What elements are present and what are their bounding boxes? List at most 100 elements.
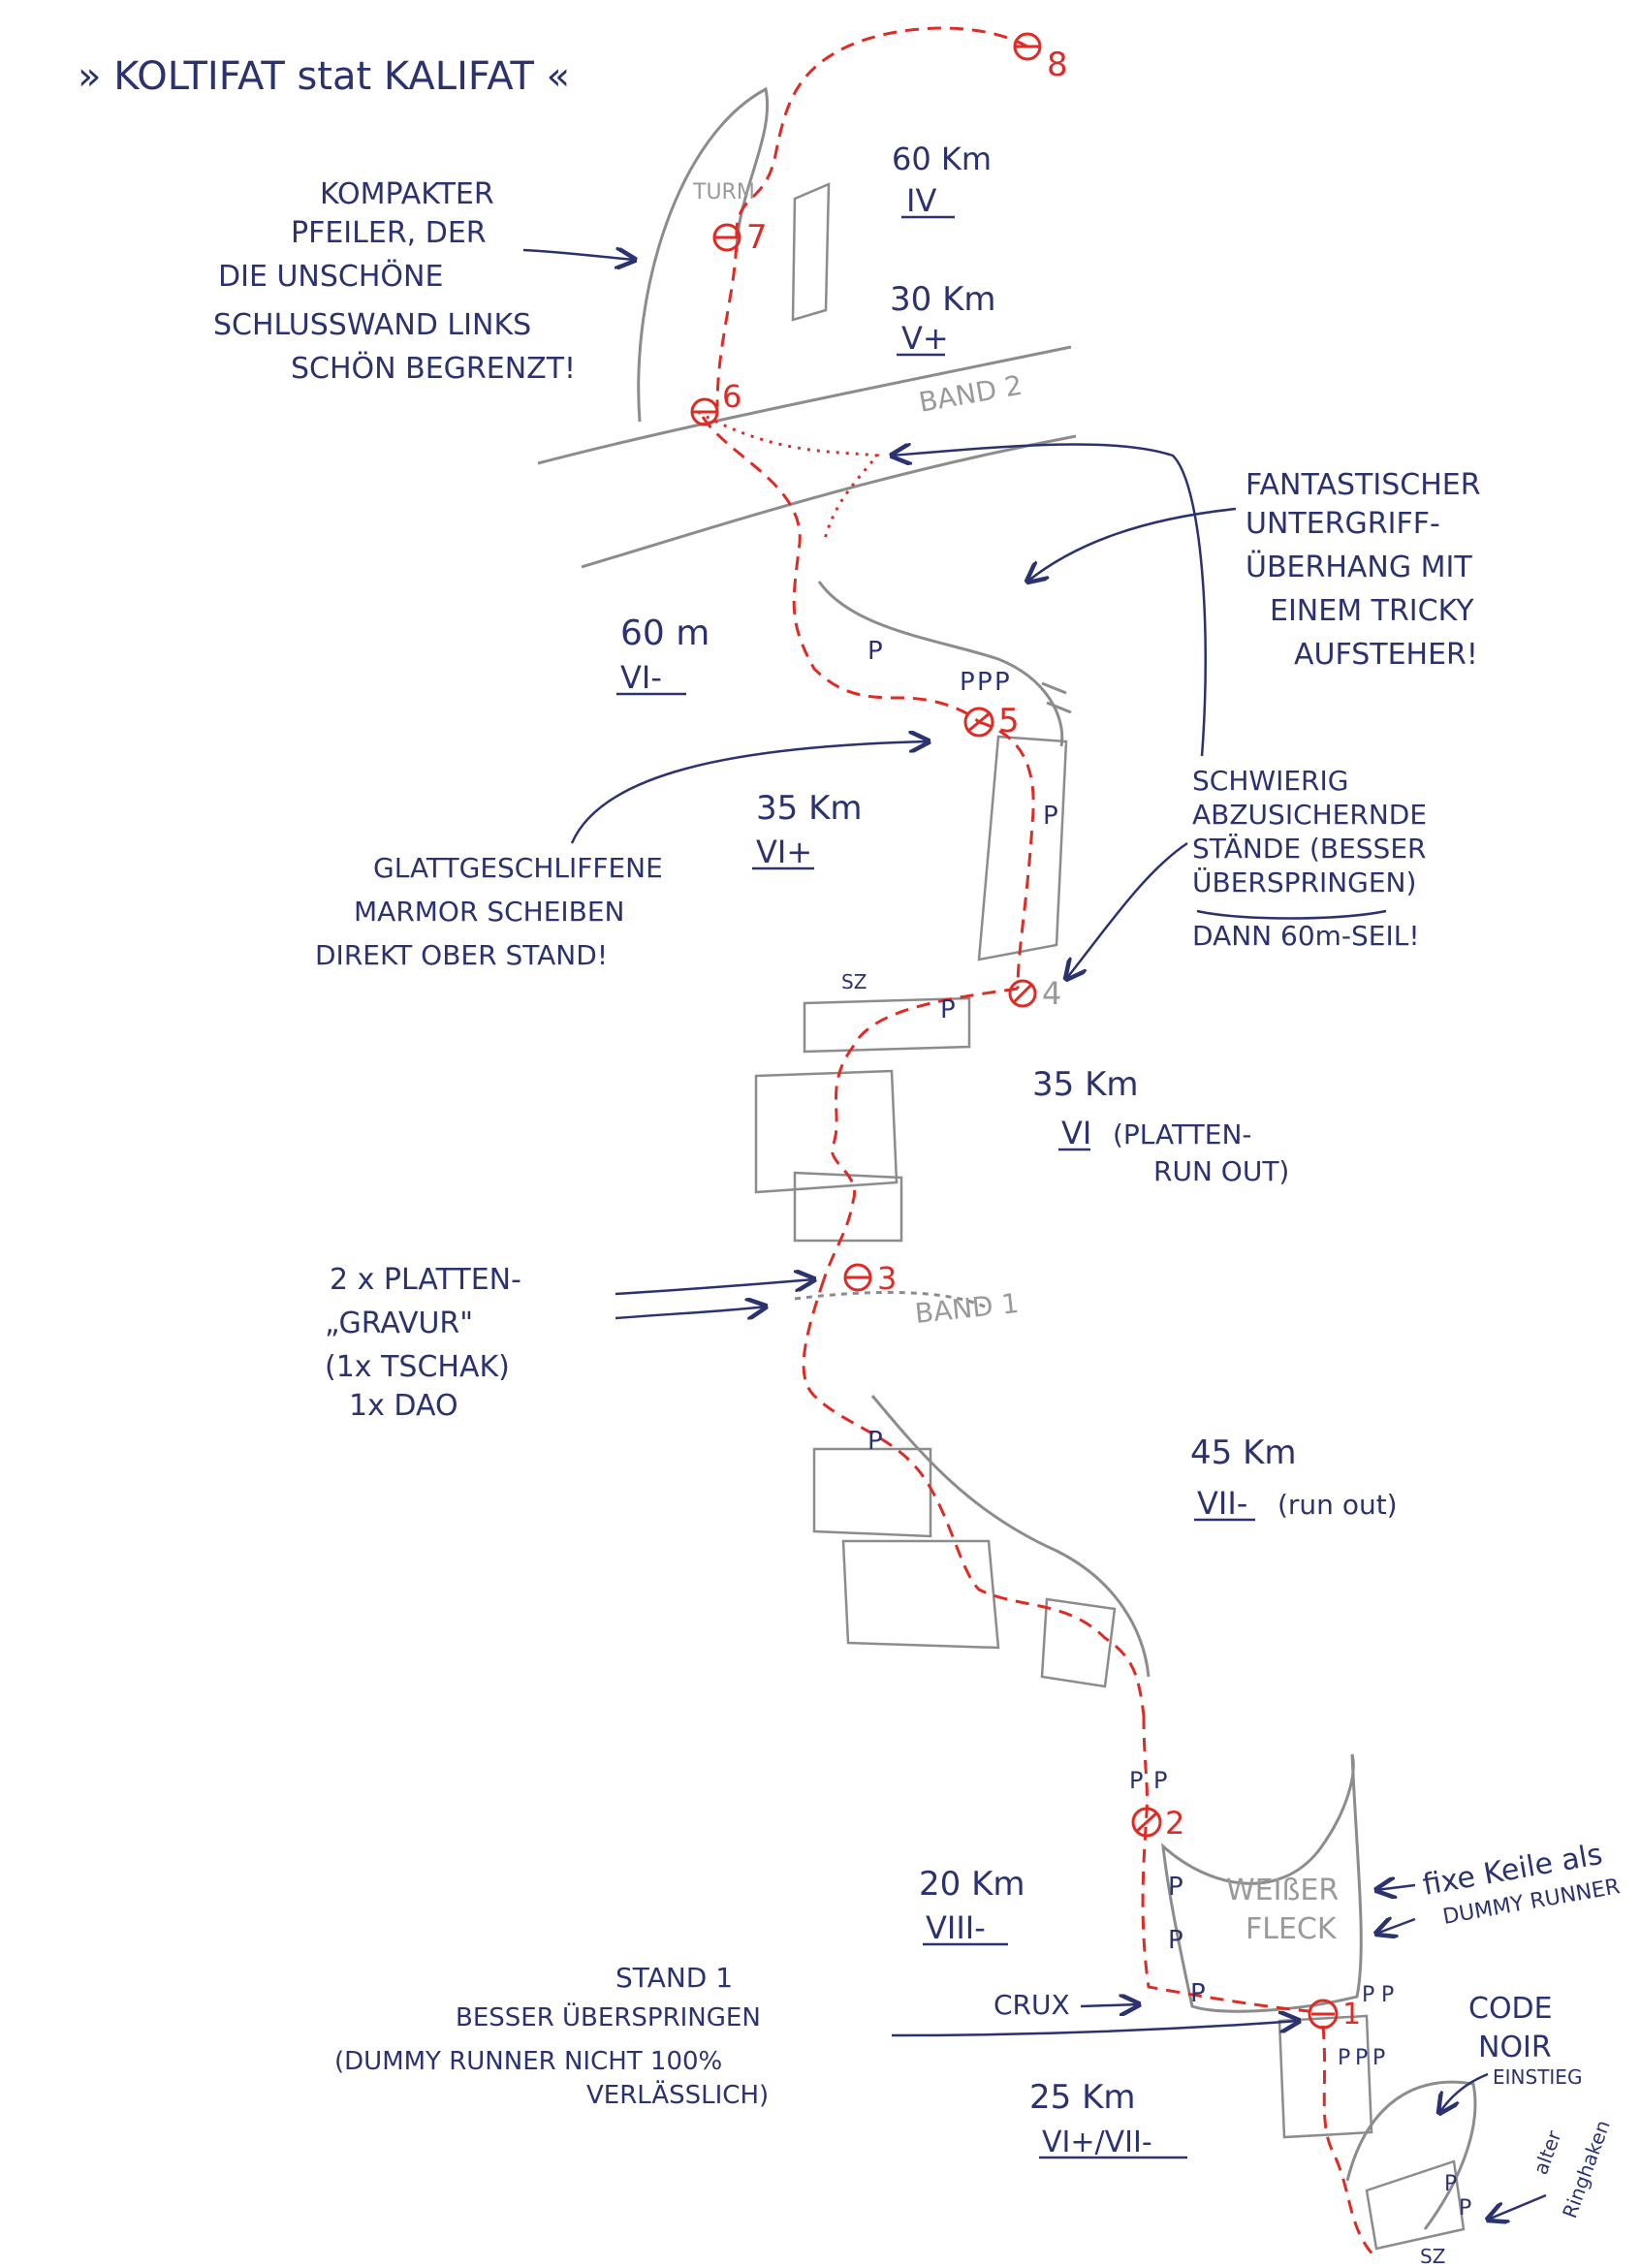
piton: P [1129, 1767, 1143, 1794]
arrow [570, 741, 929, 844]
pitch-grade: VI [1061, 1115, 1091, 1151]
arrow [1439, 2072, 1489, 2113]
arrow [522, 250, 635, 260]
pillar-outline [637, 86, 769, 423]
pillar-slab [791, 182, 831, 322]
svg-text:Ringhaken: Ringhaken [1558, 2117, 1615, 2221]
piton: P [867, 637, 883, 666]
route-pitch3-2 [802, 1278, 1146, 1717]
belay-3: 3 [843, 1260, 897, 1297]
svg-text:FANTASTISCHER: FANTASTISCHER [1246, 468, 1481, 502]
arrow [1488, 2193, 1547, 2220]
piton: P [1168, 1926, 1183, 1955]
pitch-length: 60 m [620, 614, 710, 653]
svg-text:GLATTGESCHLIFFENE: GLATTGESCHLIFFENE [373, 852, 663, 884]
belay-4: 4 [1008, 975, 1061, 1012]
svg-text:EINSTIEG: EINSTIEG [1493, 2065, 1582, 2089]
route-pitch8-7-6 [715, 26, 1028, 408]
belay-8: 8 [1013, 32, 1068, 84]
svg-text:BESSER ÜBERSPRINGEN: BESSER ÜBERSPRINGEN [456, 2001, 761, 2032]
pitch-grade: VII- [1197, 1485, 1247, 1522]
pitons: P P P P P P P P P P P P P P P P P P P [867, 637, 1471, 2221]
svg-text:ÜBERHANG MIT: ÜBERHANG MIT [1246, 550, 1472, 584]
topo-title: » KOLTIFAT stat KALIFAT « [78, 54, 570, 99]
piton: P [1190, 1979, 1206, 2008]
overhang-curve [817, 581, 1064, 747]
piton: P [1372, 2046, 1385, 2070]
svg-text:EINEM TRICKY: EINEM TRICKY [1270, 594, 1474, 628]
pitch-note: (run out) [1277, 1489, 1398, 1521]
annotations: KOMPAKTER PFEILER, DER DIE UNSCHÖNE SCHL… [213, 177, 1622, 2221]
svg-text:KOMPAKTER: KOMPAKTER [320, 177, 494, 211]
route-pitch1-start [1321, 2025, 1378, 2260]
piton: P [940, 995, 956, 1024]
pitch-grade: VI+/VII- [1042, 2126, 1152, 2159]
pitch-grade: VI- [620, 659, 662, 696]
pitch-length: 45 Km [1190, 1433, 1297, 1472]
arrow [615, 1279, 814, 1296]
pitch3-slab-c [1040, 1597, 1117, 1688]
svg-text:(DUMMY RUNNER NICHT 100%: (DUMMY RUNNER NICHT 100% [334, 2047, 722, 2076]
piton: P [1381, 1983, 1394, 2007]
code-noir-arch [1345, 2080, 1477, 2230]
arrow [1376, 1919, 1416, 1934]
svg-text:„GRAVUR": „GRAVUR" [325, 1307, 473, 1340]
pitch-length: 35 Km [756, 789, 863, 828]
svg-text:STÄNDE (BESSER: STÄNDE (BESSER [1192, 833, 1426, 865]
svg-text:STAND 1: STAND 1 [615, 1962, 733, 1994]
svg-text:MARMOR SCHEIBEN: MARMOR SCHEIBEN [354, 896, 625, 928]
pitch-note: RUN OUT) [1153, 1155, 1289, 1187]
svg-text:NOIR: NOIR [1478, 2031, 1552, 2064]
belay-6: 6 [690, 378, 741, 426]
svg-text:2 x PLATTEN-: 2 x PLATTEN- [330, 1263, 521, 1297]
pitch3-slab-a [812, 1447, 932, 1538]
pitch-length: 35 Km [1032, 1065, 1139, 1104]
sz-label: SZ [841, 970, 867, 993]
pitch-grade: VIII- [926, 1909, 986, 1946]
pitch4-slab-a [803, 996, 971, 1054]
piton: P [1362, 1983, 1374, 2007]
pitch4-slab-b [754, 1069, 899, 1194]
sz-label-start: SZ [1420, 2245, 1445, 2268]
route-pitch5-4 [978, 720, 1035, 990]
arrow [1066, 841, 1188, 979]
arrow [891, 2021, 1299, 2037]
band1-label: BAND 1 [913, 1287, 1020, 1330]
route-pitch4-3 [822, 987, 1019, 1280]
pitch-labels: 60 Km IV 30 Km V+ 60 m VI- 35 Km VI+ 35 … [616, 141, 1398, 2159]
piton: P [1444, 2172, 1457, 2196]
piton: P [1153, 1767, 1167, 1794]
belay-2: 2 [1131, 1805, 1184, 1842]
piton: P [960, 668, 975, 697]
route-pitch6-5 [701, 416, 981, 724]
pitch-length: 30 Km [890, 280, 996, 319]
svg-text:4: 4 [1042, 975, 1061, 1012]
weisser-fleck-label-2: FLECK [1246, 1912, 1338, 1946]
piton: P [1355, 2046, 1368, 2070]
belay-5: 5 [963, 702, 1020, 740]
svg-text:2: 2 [1165, 1805, 1184, 1842]
code-noir-slab [1365, 2159, 1466, 2251]
svg-text:(1x TSCHAK): (1x TSCHAK) [325, 1350, 510, 1384]
piton: P [977, 668, 993, 697]
pitch3-slab-b [841, 1539, 1000, 1650]
arrow [615, 1307, 766, 1318]
route-pitch2-1 [1141, 1715, 1309, 2013]
pitch-note: (PLATTEN- [1113, 1118, 1252, 1150]
svg-text:8: 8 [1047, 46, 1068, 84]
svg-text:SCHÖN BEGRENZT!: SCHÖN BEGRENZT! [291, 351, 576, 386]
pitch-length: 25 Km [1029, 2078, 1136, 2117]
pitch-grade: IV [906, 182, 936, 219]
band2-line-lower [581, 434, 1077, 569]
svg-text:UNTERGRIFF-: UNTERGRIFF- [1246, 507, 1440, 541]
crux-label: CRUX [993, 1989, 1070, 2021]
piton: P [867, 1427, 883, 1456]
pitch4-slab-c [793, 1171, 903, 1243]
piton: P [1338, 2046, 1350, 2070]
piton: P [1459, 2196, 1471, 2221]
pitch-grade: V+ [901, 320, 949, 357]
svg-text:VERLÄSSLICH): VERLÄSSLICH) [586, 2079, 769, 2110]
piton: P [994, 668, 1010, 697]
svg-text:1x DAO: 1x DAO [349, 1389, 458, 1423]
